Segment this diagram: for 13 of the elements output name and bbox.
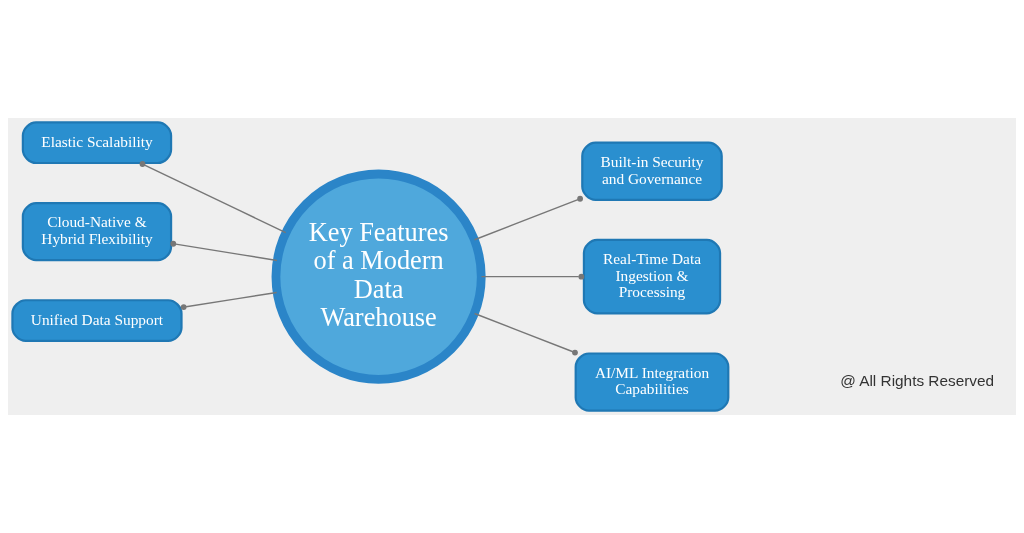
node-circle: Key Features of a Modern Data Warehouse (271, 169, 486, 384)
label: @ All Rights Reserved (840, 372, 995, 390)
connector (170, 240, 278, 262)
connector (139, 161, 287, 234)
connector (473, 195, 583, 241)
node-box: Real-Time Data Ingestion & Processing (582, 238, 722, 315)
connector (480, 273, 585, 280)
node-box: AI/ML Integration Capabilities (574, 352, 730, 412)
connector (180, 291, 278, 311)
node-box: Built-in Security and Governance (581, 141, 723, 201)
node-box: Unified Data Support (11, 299, 183, 342)
connector (473, 312, 578, 356)
node-box: Cloud-Native & Hybrid Flexibility (21, 202, 173, 262)
